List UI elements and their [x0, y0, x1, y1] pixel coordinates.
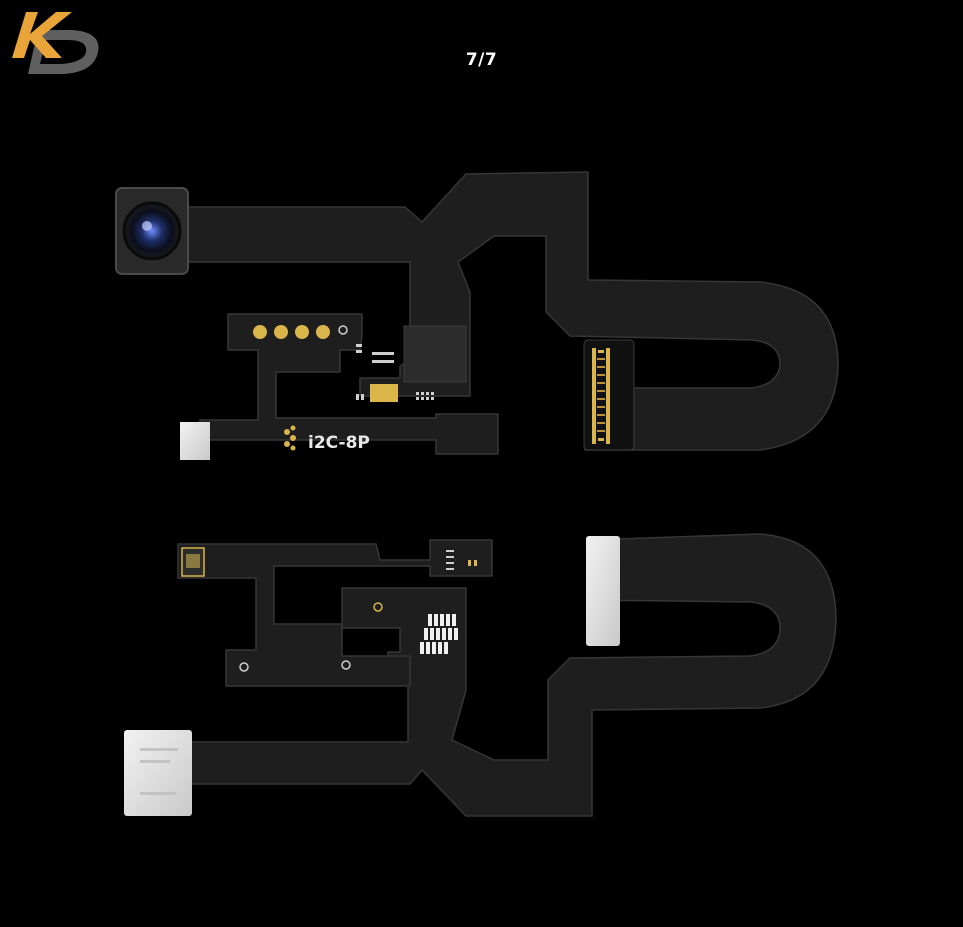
silkscreen-label: i2C-8P: [308, 433, 370, 453]
connector-pin-rows: [597, 358, 605, 432]
flex-bottom-upper-branch: [177, 539, 493, 687]
test-pad-grid: [420, 614, 458, 654]
white-stiffener-connector: [124, 730, 192, 816]
camera-lens: [122, 201, 182, 261]
silkscreen-dots: [284, 425, 296, 451]
ic-chip: [403, 325, 467, 383]
white-stiffener-tab: [180, 422, 210, 460]
flex-cable-top: i2C-8P: [115, 171, 839, 460]
board-connector-pins: [592, 348, 610, 444]
logo-k-shape: [12, 12, 72, 58]
flex-bottom-body: [189, 533, 837, 817]
slide-counter: 7/7: [465, 50, 498, 70]
flex-cable-bottom: [124, 533, 837, 817]
gold-contact-pads: [253, 325, 330, 339]
white-stiffener-large: [586, 536, 620, 646]
gold-component: [370, 384, 398, 402]
front-camera-module: [115, 187, 189, 275]
flex-top-body: [179, 171, 839, 451]
kd-logo: [12, 12, 99, 74]
